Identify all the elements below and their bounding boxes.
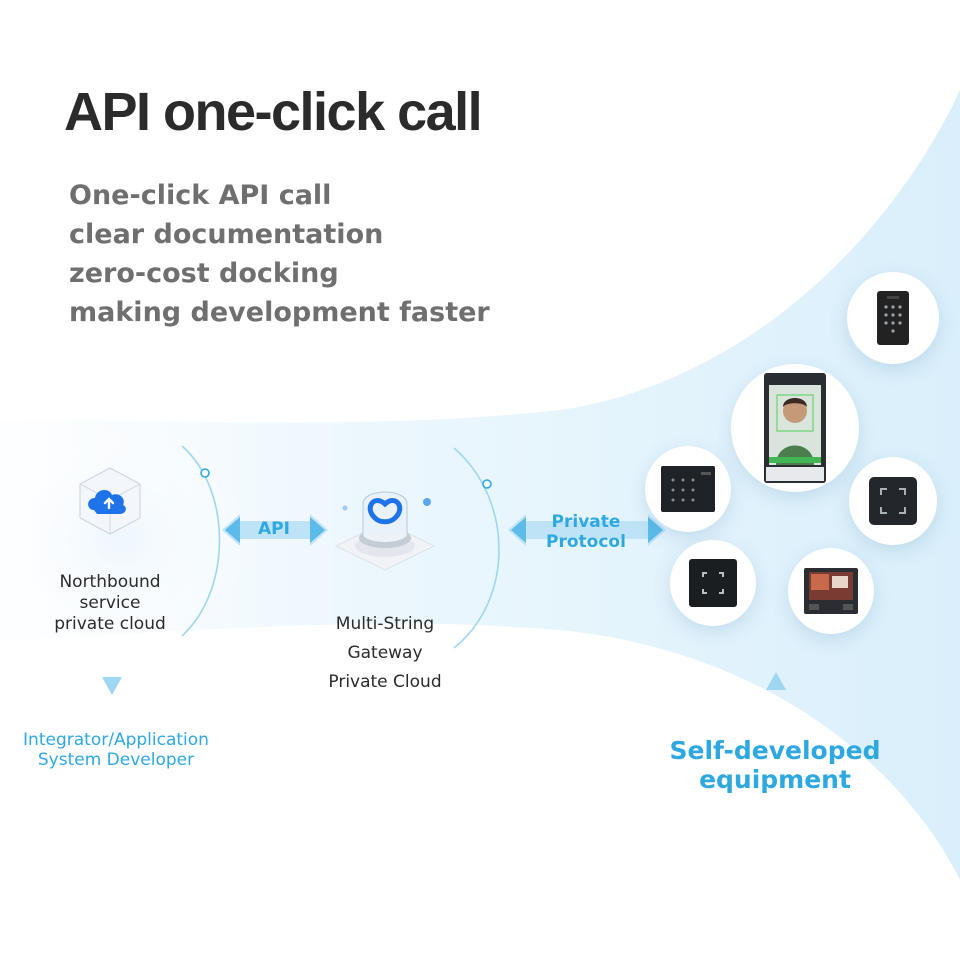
gateway-label: Multi-String Gateway Private Cloud [304, 610, 466, 697]
equipment-label: Self-developed equipment [655, 736, 895, 794]
down-triangle-icon [102, 677, 122, 695]
left-arc-node [200, 468, 210, 478]
left-arc [181, 445, 221, 637]
middle-arc-node [482, 479, 492, 489]
keypad-reader-icon [877, 291, 909, 345]
integrator-line: Integrator/Application [23, 730, 209, 750]
device-card-reader-square [849, 457, 937, 545]
northbound-line: Northbound [59, 572, 161, 592]
protocol-label: Private Protocol [546, 512, 626, 552]
device-face-terminal [731, 364, 859, 492]
cloud-cube-icon [79, 467, 141, 535]
protocol-double-arrow [508, 514, 666, 546]
northbound-line: service [79, 593, 141, 613]
card-reader-small-icon [689, 559, 737, 607]
protocol-line: Protocol [546, 532, 626, 552]
gateway-line: Multi-String [335, 614, 435, 634]
light-blue-flow-band [0, 90, 960, 880]
keypad-panel-icon [661, 466, 715, 512]
device-keypad-panel [645, 446, 731, 532]
api-label: API [258, 519, 290, 539]
integrator-line: System Developer [37, 750, 195, 770]
device-card-reader-small [670, 540, 756, 626]
feature-item: One-click API call [69, 180, 332, 211]
middle-arc [453, 447, 500, 649]
face-recognition-terminal-icon [764, 373, 826, 483]
feature-item: making development faster [69, 297, 490, 328]
device-keypad-reader [847, 272, 939, 364]
protocol-line: Private [551, 512, 621, 532]
gateway-device-icon [334, 491, 436, 571]
northbound-line: private cloud [54, 614, 166, 634]
api-double-arrow [222, 514, 328, 546]
northbound-label: Northbound service private cloud [40, 572, 180, 635]
integrator-label: Integrator/Application System Developer [10, 730, 222, 770]
page-title: API one-click call [64, 82, 483, 142]
equipment-line: equipment [699, 765, 851, 794]
gateway-line: Gateway [347, 643, 423, 663]
feature-item: zero-cost docking [69, 258, 339, 289]
device-video-intercom [788, 548, 874, 634]
feature-item: clear documentation [69, 219, 384, 250]
equipment-line: Self-developed [669, 736, 881, 765]
card-reader-square-icon [869, 477, 917, 525]
gateway-line: Private Cloud [328, 672, 442, 692]
video-intercom-monitor-icon [804, 568, 858, 614]
up-triangle-icon [766, 672, 786, 690]
feature-list: One-click API call clear documentation z… [69, 176, 490, 332]
